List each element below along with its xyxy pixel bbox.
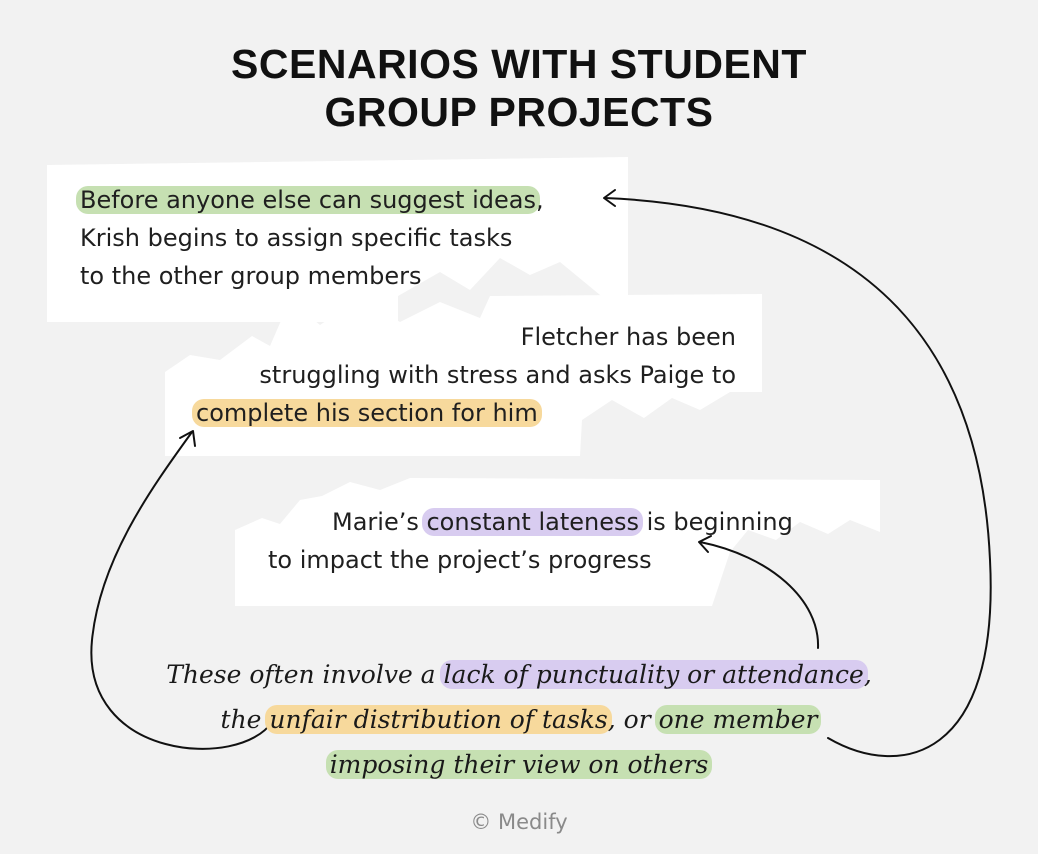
summary-text: These often involve a lack of punctualit…: [0, 652, 1038, 787]
arrow-head-scenario-1: [603, 189, 616, 207]
scenario-1-comma: ,: [535, 186, 544, 214]
scenario-3-line-1: Marie’s constant lateness is beginning: [268, 503, 793, 541]
summary-line-3: imposing their view on others: [0, 742, 1038, 787]
arrow-to-scenario-3: [699, 541, 820, 649]
scenario-3-after: is beginning: [638, 508, 793, 536]
summary-line-1: These often involve a lack of punctualit…: [0, 652, 1038, 697]
summary-line-2-before: the: [220, 705, 270, 734]
arrow-head-scenario-2: [179, 430, 196, 447]
scenario-2-line-2: struggling with stress and asks Paige to: [259, 361, 736, 389]
title-line-1: SCENARIOS WITH STUDENT: [231, 41, 807, 87]
scenario-card-fletcher: Fletcher has been struggling with stress…: [192, 318, 736, 432]
scenario-2-line-1: Fletcher has been: [520, 323, 736, 351]
scenario-2-line-3: complete his section for him: [192, 394, 736, 432]
scenario-1-line-1: Before anyone else can suggest ideas,: [76, 181, 544, 219]
summary-line-1-after: ,: [863, 660, 872, 689]
title-line-2: GROUP PROJECTS: [324, 89, 714, 135]
scenario-card-marie: Marie’s constant lateness is beginning t…: [268, 503, 793, 579]
summary-highlight-punctuality: lack of punctuality or attendance: [439, 660, 868, 689]
page-title: SCENARIOS WITH STUDENT GROUP PROJECTS: [0, 40, 1038, 136]
scenario-card-krish: Before anyone else can suggest ideas, Kr…: [76, 181, 544, 295]
summary-line-1-before: These often involve a: [166, 660, 444, 689]
scenario-2-highlight: complete his section for him: [192, 399, 542, 427]
scenario-3-before: Marie’s: [332, 508, 427, 536]
scenario-1-highlight: Before anyone else can suggest ideas: [76, 186, 540, 214]
scenario-1-line-3: to the other group members: [80, 262, 422, 290]
arrow-to-scenario-2: [90, 431, 273, 750]
summary-line-2-middle: , or: [607, 705, 659, 734]
summary-line-2: the unfair distribution of tasks, or one…: [0, 697, 1038, 742]
scenario-3-line-2: to impact the project’s progress: [268, 546, 652, 574]
summary-highlight-imposing: imposing their view on others: [325, 750, 713, 779]
copyright-footer: © Medify: [470, 810, 568, 834]
arrow-to-scenario-1: [604, 197, 992, 758]
summary-highlight-unfair: unfair distribution of tasks: [265, 705, 612, 734]
card-3-shape: [235, 478, 880, 606]
arrow-head-scenario-3: [698, 535, 712, 553]
summary-highlight-one-member: one member: [654, 705, 822, 734]
scenario-3-highlight: constant lateness: [422, 508, 643, 536]
scenario-1-line-2: Krish begins to assign specific tasks: [80, 224, 513, 252]
